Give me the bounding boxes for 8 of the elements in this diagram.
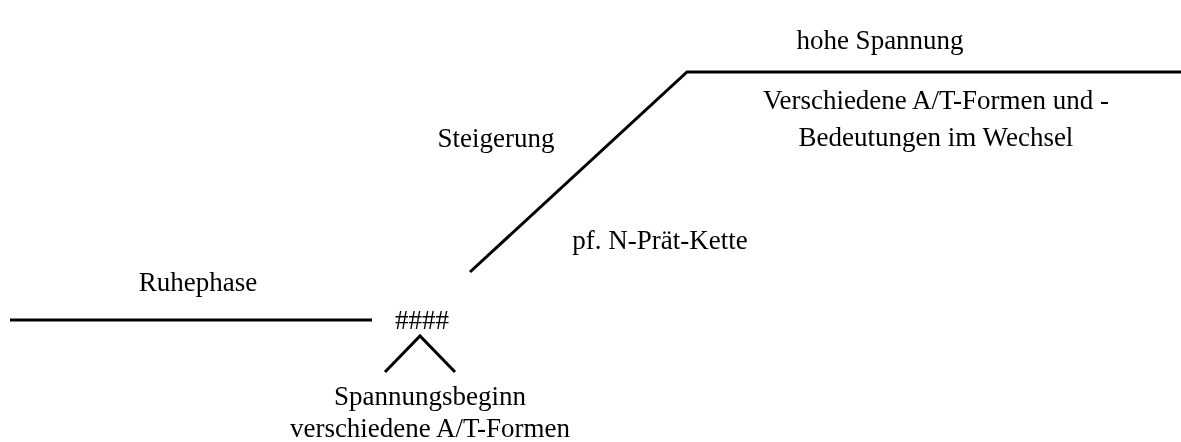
- note-text: pf. N-Prät-Kette: [571, 224, 749, 257]
- event-label: Spannungsbeginn: [333, 380, 527, 413]
- phase-label: Steigerung: [436, 122, 556, 155]
- description-text: verschiedene A/T-Formen: [288, 412, 572, 442]
- phase-label: Ruhephase: [137, 266, 259, 299]
- state-label: hohe Spannung: [795, 24, 965, 57]
- description-text: Verschiedene A/T-Formen und -Bedeutungen im Wechsel: [761, 84, 1111, 154]
- marker-symbols: ####: [394, 304, 450, 337]
